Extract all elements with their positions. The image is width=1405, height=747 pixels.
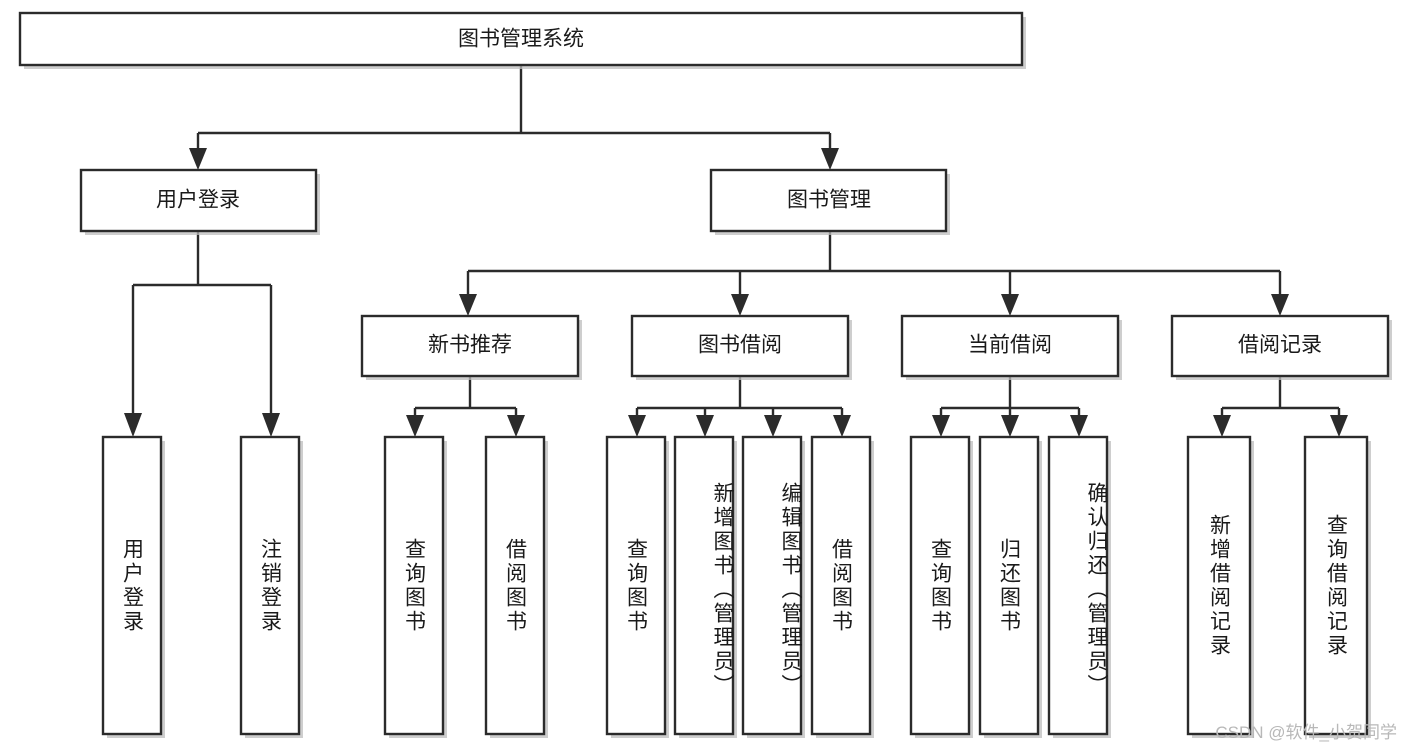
arrow-cb-leaf2 [1001, 415, 1019, 437]
node-leaf-return-book[interactable] [978, 435, 1040, 736]
node-leaf-query-book-3[interactable] [909, 435, 971, 736]
node-root[interactable] [18, 11, 1024, 67]
node-user-login-label: 用户登录 [156, 189, 240, 212]
arrow-bb-leaf3 [764, 415, 782, 437]
node-borrow-record-label: 借阅记录 [1238, 334, 1322, 357]
node-book-borrow-label: 图书借阅 [698, 334, 782, 357]
node-leaf-borrow-book-1[interactable] [484, 435, 546, 736]
node-leaf-add-record[interactable] [1186, 435, 1252, 736]
node-user-login[interactable] [79, 168, 318, 233]
arrow-br-leaf2 [1330, 415, 1348, 437]
connector-layer [124, 65, 1348, 437]
arrow-userlogin-leaf2 [262, 413, 280, 437]
arrow-newbook-leaf1 [406, 415, 424, 437]
arrow-bm-to-bookborrow [731, 294, 749, 316]
node-book-manage[interactable] [709, 168, 948, 233]
node-current-borrow-label: 当前借阅 [968, 334, 1052, 357]
arrow-cb-leaf1 [932, 415, 950, 437]
node-leaf-edit-book[interactable] [741, 435, 803, 736]
node-current-borrow[interactable] [900, 314, 1120, 378]
arrow-bb-leaf2 [696, 415, 714, 437]
arrow-bm-to-borrowrecord [1271, 294, 1289, 316]
node-leaf-query-record[interactable] [1303, 435, 1369, 736]
node-leaf-borrow-book-2[interactable] [810, 435, 872, 736]
node-book-borrow[interactable] [630, 314, 850, 378]
node-borrow-record[interactable] [1170, 314, 1390, 378]
node-leaf-query-book-1[interactable] [383, 435, 445, 736]
node-leaf-query-book-2[interactable] [605, 435, 667, 736]
arrow-bb-leaf1 [628, 415, 646, 437]
arrow-root-to-user-login [189, 148, 207, 170]
node-leaf-confirm-return[interactable] [1047, 435, 1109, 736]
node-new-book-recommend-label: 新书推荐 [428, 334, 512, 357]
arrow-root-to-book-manage [821, 148, 839, 170]
node-leaf-user-logout[interactable] [239, 435, 301, 736]
node-root-label: 图书管理系统 [458, 28, 584, 51]
arrow-bm-to-newbook [459, 294, 477, 316]
arrow-userlogin-leaf1 [124, 413, 142, 437]
arrow-bm-to-currentborrow [1001, 294, 1019, 316]
node-layer: 图书管理系统 用户登录 图书管理 新书推荐 图书借阅 当前借阅 借阅记录 [18, 11, 1390, 736]
arrow-br-leaf1 [1213, 415, 1231, 437]
node-book-manage-label: 图书管理 [787, 189, 871, 212]
arrow-newbook-leaf2 [507, 415, 525, 437]
node-new-book-recommend[interactable] [360, 314, 580, 378]
node-leaf-user-login[interactable] [101, 435, 163, 736]
arrow-cb-leaf3 [1070, 415, 1088, 437]
node-leaf-add-book[interactable] [673, 435, 735, 736]
arrow-bb-leaf4 [833, 415, 851, 437]
csdn-watermark: CSDN @软件_小贺同学 [1215, 723, 1397, 742]
